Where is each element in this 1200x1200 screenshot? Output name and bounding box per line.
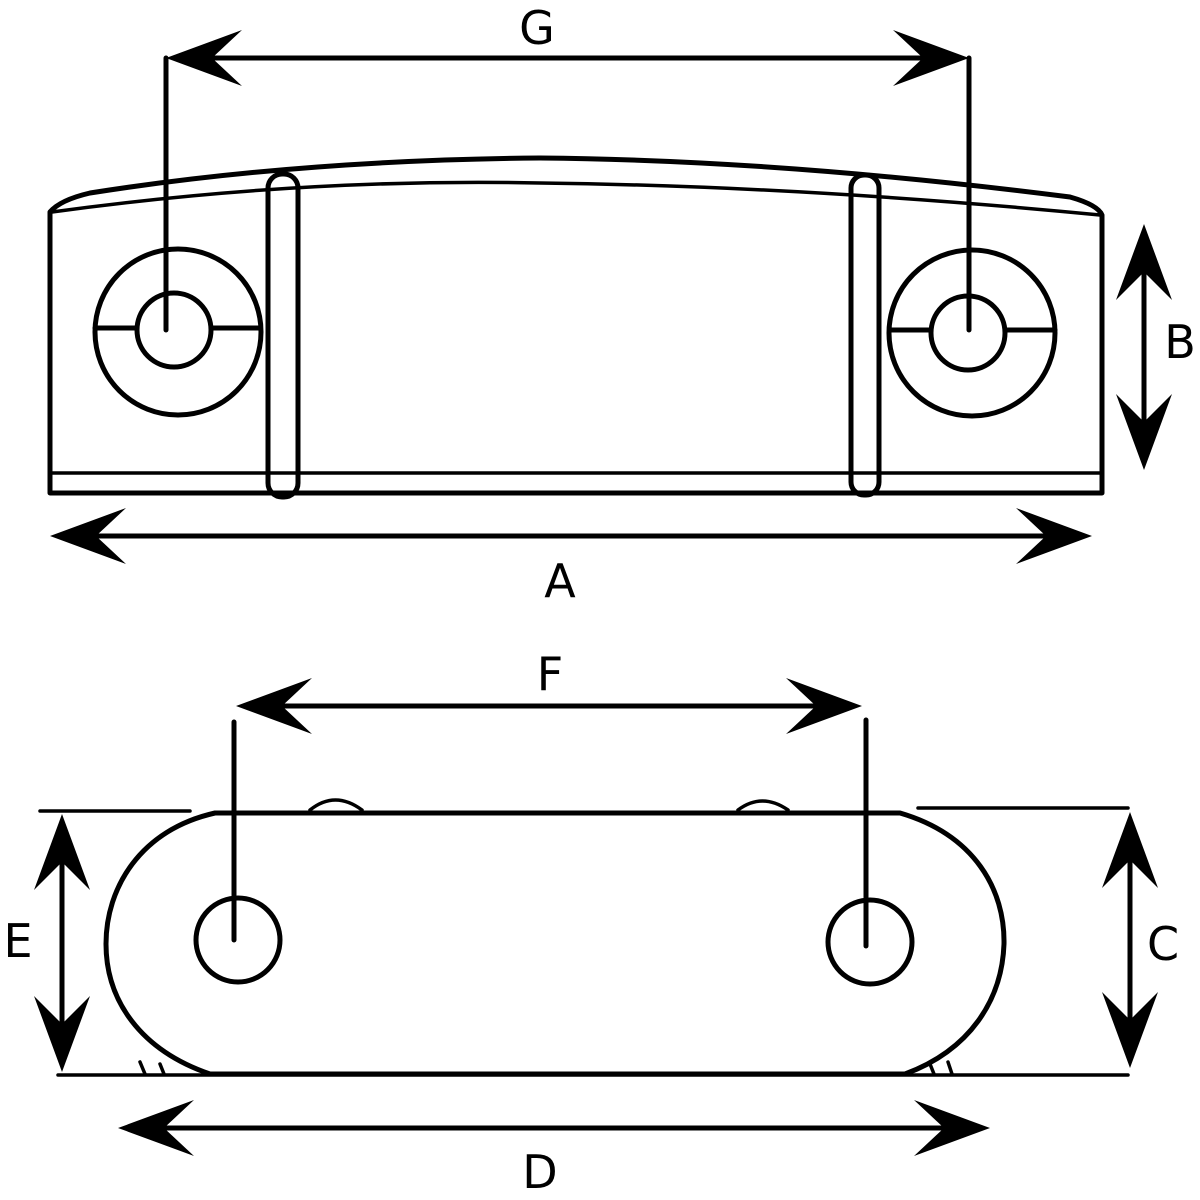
dimension-f-arrow-left xyxy=(236,678,312,734)
hole-left-outer-ring xyxy=(92,246,264,418)
hole-left-inner-ring xyxy=(134,290,214,370)
dimension-f: F xyxy=(231,647,869,949)
dimension-a-label: A xyxy=(544,554,576,608)
dimension-b-arrow-top xyxy=(1116,224,1172,300)
top-view-foot-right xyxy=(928,1060,954,1076)
top-view: F E C D xyxy=(3,647,1179,1199)
top-view-bump-right xyxy=(736,799,790,812)
side-view: G B A xyxy=(47,1,1196,608)
dimension-c-arrow-top xyxy=(1102,812,1158,888)
top-view-foot-left xyxy=(138,1060,166,1076)
dimension-a: A xyxy=(50,508,1092,608)
dimension-d-arrow-left xyxy=(118,1100,194,1156)
dimension-e-arrow-bottom xyxy=(34,996,90,1072)
dimension-c-label: C xyxy=(1147,917,1179,971)
dimension-g: G xyxy=(163,1,972,333)
dimension-f-arrow-right xyxy=(786,678,862,734)
top-view-body-outline xyxy=(103,810,1007,1077)
side-view-top-rim xyxy=(50,180,1102,217)
dimension-e: E xyxy=(3,814,90,1072)
dimension-d: D xyxy=(118,1100,990,1199)
side-view-hole-right xyxy=(886,247,1058,419)
side-view-body-outline xyxy=(47,155,1105,496)
hole-right-outer-ring xyxy=(886,247,1058,419)
dimension-f-label: F xyxy=(537,647,563,701)
dimension-e-label: E xyxy=(3,914,32,968)
dimension-e-arrow-top xyxy=(34,814,90,890)
dimension-a-arrow-right xyxy=(1016,508,1092,564)
dimension-g-arrow-left xyxy=(166,30,242,86)
side-view-groove-right xyxy=(848,172,882,498)
dimension-g-label: G xyxy=(519,1,555,55)
dimension-c: C xyxy=(1102,812,1179,1068)
dimension-d-label: D xyxy=(522,1145,557,1199)
dimension-c-arrow-bottom xyxy=(1102,992,1158,1068)
dimension-b: B xyxy=(1116,224,1196,470)
dimension-b-label: B xyxy=(1164,315,1196,369)
dimension-b-arrow-bottom xyxy=(1116,394,1172,470)
side-view-hole-left xyxy=(92,246,264,418)
top-view-hole-left xyxy=(193,895,283,985)
top-view-bump-left xyxy=(308,798,364,812)
dimension-d-arrow-right xyxy=(914,1100,990,1156)
top-view-hole-right xyxy=(825,897,915,987)
dimension-a-arrow-left xyxy=(50,508,126,564)
side-view-groove-left xyxy=(265,171,301,500)
dimension-g-arrow-right xyxy=(893,30,969,86)
